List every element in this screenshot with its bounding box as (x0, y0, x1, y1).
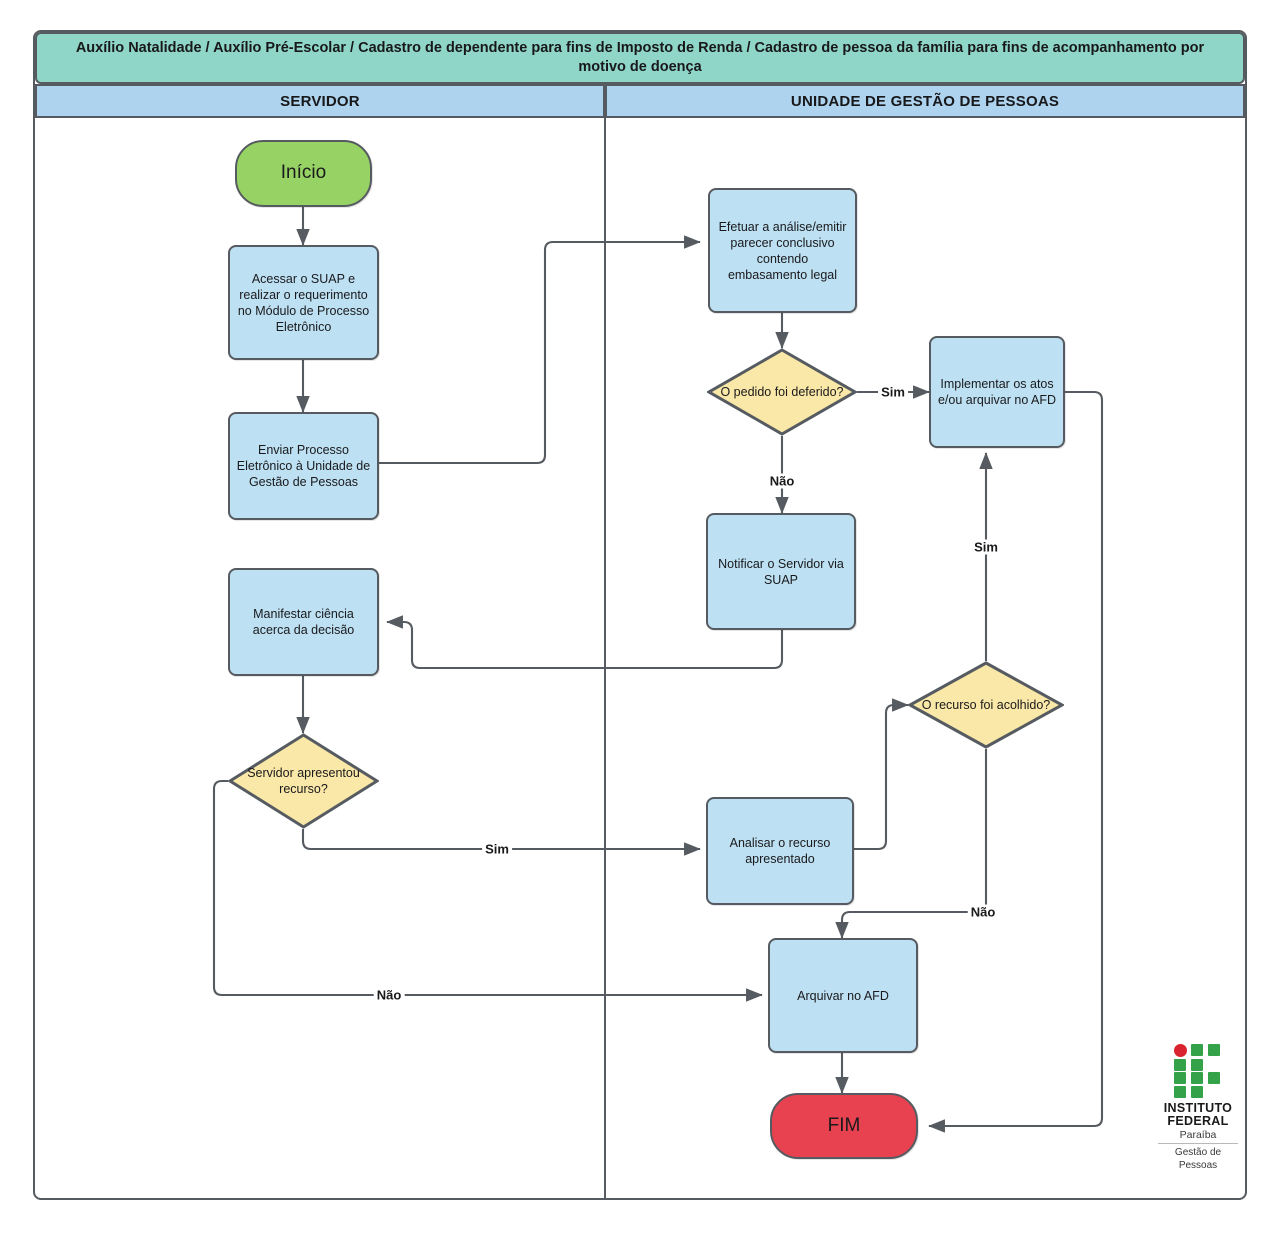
edge-label-recurso-sim: Sim (971, 539, 1001, 555)
node-recurso-foi-acolhido[interactable]: O recurso foi acolhido? (908, 661, 1064, 749)
decision-shape (228, 733, 379, 829)
edge-notificar-manifestar (386, 615, 784, 670)
ifpb-logo-gestao: Gestão de (1174, 1147, 1222, 1159)
edge-analisar-recurso-acolhido (853, 698, 909, 851)
decision-shape (908, 661, 1064, 749)
node-efetuar-analise[interactable]: Efetuar a análise/emitir parecer conclus… (708, 188, 857, 313)
node-analisar-recurso[interactable]: Analisar o recurso apresentado (706, 797, 854, 905)
edge-implementar-fim (928, 390, 1104, 1133)
ifpb-logo: INSTITUTO FEDERAL Paraíba Gestão de Pess… (1152, 1044, 1244, 1176)
node-implementar-atos[interactable]: Implementar os atos e/ou arquivar no AFD (929, 336, 1065, 448)
node-enviar-processo[interactable]: Enviar Processo Eletrônico à Unidade de … (228, 412, 379, 520)
ifpb-logo-mark-icon (1174, 1044, 1222, 1098)
node-acessar-suap[interactable]: Acessar o SUAP e realizar o requerimento… (228, 245, 379, 360)
edge-label-pedido-nao: Não (766, 473, 798, 489)
ifpb-logo-paraiba: Paraíba (1158, 1129, 1238, 1145)
diagram-title: Auxílio Natalidade / Auxílio Pré-Escolar… (35, 32, 1245, 84)
ifpb-logo-instituto: INSTITUTO (1163, 1101, 1233, 1115)
edge-servidor-nao-arquivar (212, 779, 763, 1002)
edge-enviar-efetuar (379, 235, 701, 465)
node-manifestar-ciencia[interactable]: Manifestar ciência acerca da decisão (228, 568, 379, 676)
node-arquivar-afd[interactable]: Arquivar no AFD (768, 938, 918, 1053)
edge-label-servidor-sim: Sim (482, 841, 512, 857)
node-inicio[interactable]: Início (235, 140, 372, 207)
edge-label-servidor-nao: Não (373, 987, 405, 1003)
ifpb-logo-federal: FEDERAL (1167, 1113, 1229, 1128)
edge-label-pedido-sim: Sim (878, 384, 908, 400)
lane-divider (604, 118, 606, 1200)
node-notificar-servidor[interactable]: Notificar o Servidor via SUAP (706, 513, 856, 630)
lane-header-unidade-gestao-pessoas: UNIDADE DE GESTÃO DE PESSOAS (605, 84, 1245, 118)
node-servidor-apresentou-recurso[interactable]: Servidor apresentou recurso? (228, 733, 379, 829)
node-pedido-foi-deferido[interactable]: O pedido foi deferido? (707, 348, 857, 436)
node-fim[interactable]: FIM (770, 1093, 918, 1159)
ifpb-logo-pessoas: Pessoas (1178, 1159, 1218, 1171)
edge-servidor-sim-analisar (301, 829, 701, 856)
decision-shape (707, 348, 857, 436)
edge-label-recurso-nao: Não (967, 904, 999, 920)
edge-recurso-nao-arquivar (835, 749, 988, 939)
lane-header-servidor: SERVIDOR (35, 84, 605, 118)
